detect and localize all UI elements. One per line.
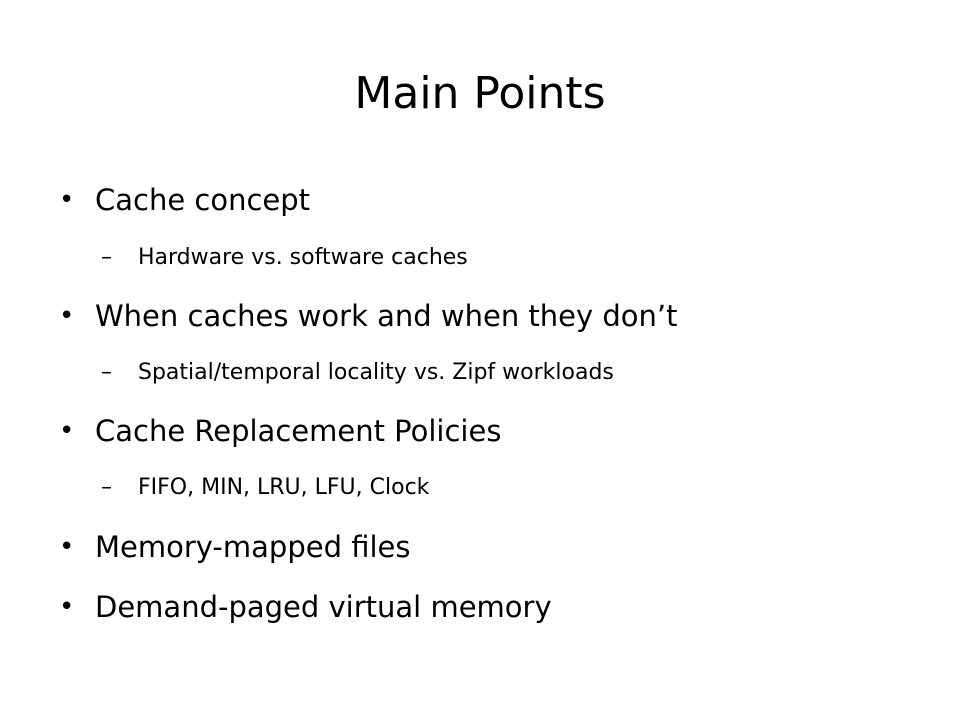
sub-bullet-text: Hardware vs. software caches (138, 245, 468, 270)
bullet-item: • Cache Replacement Policies (59, 411, 502, 451)
sub-bullet-item: – FIFO, MIN, LRU, LFU, Clock (101, 472, 430, 504)
bullet-text: When caches work and when they don’t (95, 299, 678, 333)
bullet-item: • Demand-paged virtual memory (59, 587, 552, 627)
sub-bullet-item: – Spatial/temporal locality vs. Zipf wor… (101, 357, 614, 389)
dash-icon: – (101, 360, 112, 385)
slide-title: Main Points (354, 68, 606, 119)
bullet-text: Memory-mapped files (95, 530, 411, 564)
bullet-dot-icon: • (59, 185, 75, 215)
bullet-text: Cache Replacement Policies (95, 414, 502, 448)
bullet-item: • Memory-mapped files (59, 527, 411, 567)
bullet-dot-icon: • (59, 301, 75, 331)
dash-icon: – (101, 245, 112, 270)
sub-bullet-item: – Hardware vs. software caches (101, 242, 468, 274)
bullet-dot-icon: • (59, 416, 75, 446)
bullet-item: • Cache concept (59, 180, 311, 220)
sub-bullet-text: Spatial/temporal locality vs. Zipf workl… (138, 360, 614, 385)
bullet-text: Demand-paged virtual memory (95, 590, 552, 624)
bullet-text: Cache concept (95, 183, 311, 217)
bullet-dot-icon: • (59, 592, 75, 622)
dash-icon: – (101, 475, 112, 500)
bullet-item: • When caches work and when they don’t (59, 296, 678, 336)
sub-bullet-text: FIFO, MIN, LRU, LFU, Clock (138, 475, 430, 500)
bullet-dot-icon: • (59, 532, 75, 562)
